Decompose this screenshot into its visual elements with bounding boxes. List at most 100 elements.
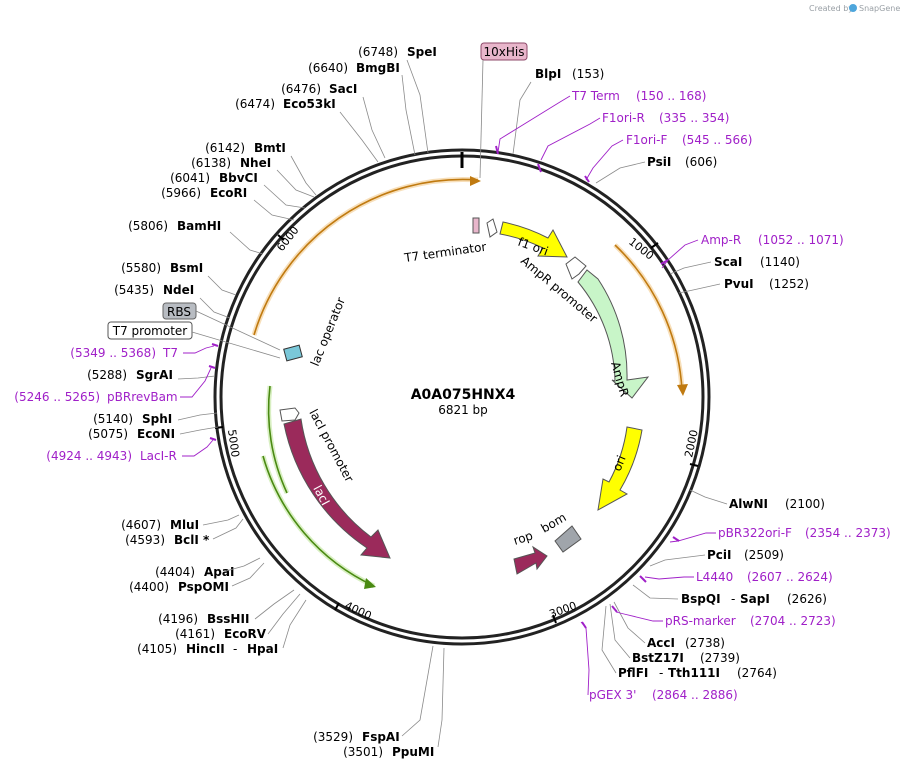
tick-label-2000: 2000 [682,429,701,459]
enzyme-position: (6138) [191,156,231,170]
rbs-leader [195,310,281,351]
primer-pbrrevbam[interactable]: (5246 .. 5265) pBRrevBam [14,390,177,404]
primer-pgex-3[interactable]: pGEX 3' (2864 .. 2886) [589,688,738,702]
enzyme-bmti[interactable]: (6142) BmtI [205,141,286,155]
enzyme-position: (6476) [281,82,321,96]
enzyme-bspqi[interactable]: BspQI - SapI (2626) [681,592,827,606]
enzyme-nhei[interactable]: (6138) NheI [191,156,271,170]
f1-ori-feature[interactable] [499,221,568,258]
enzyme-sphi[interactable]: (5140) SphI [93,412,172,426]
enzyme-apai[interactable]: (4404) ApaI [155,565,234,579]
enzyme-hincii[interactable]: (4105) HincII - HpaI [137,642,278,656]
enzyme-speI[interactable]: (6748) SpeI [358,45,437,59]
enzyme-pspomi[interactable]: (4400) PspOMI [129,580,229,594]
enzyme-name: BclI * [174,533,210,547]
enzyme-eco53ki[interactable]: (6474) Eco53kI [235,97,336,111]
orf-arc-right [614,244,683,391]
rop-feature[interactable] [513,545,548,575]
enzyme-ecorv[interactable]: (4161) EcoRV [175,627,267,641]
primer-f1ori-f[interactable]: F1ori-F (545 .. 566) [626,133,752,147]
primer-amp-r[interactable]: Amp-R (1052 .. 1071) [701,233,844,247]
primer-range: (5246 .. 5265) [14,390,100,404]
ori-label: ori [610,453,629,473]
primer-prs-marker[interactable]: pRS-marker (2704 .. 2723) [665,614,836,628]
orf-arc-left-lower [262,455,375,587]
enzyme-position: (6748) [358,45,398,59]
enzyme-position: (2764) [737,666,777,680]
orf-arc-top-left-arrowhead [470,176,481,186]
primer-range: (545 .. 566) [682,133,752,147]
enzyme-pcii[interactable]: PciI (2509) [707,548,784,562]
enzyme-pflfi[interactable]: PflFI - Tth111I (2764) [618,666,777,680]
primer-labels: T7 Term (150 .. 168) F1ori-R (335 .. 354… [14,89,890,702]
ampr-feature[interactable] [577,269,650,399]
enzyme-name: BssHII [207,612,249,626]
enzyme-separator: - [731,592,735,606]
enzyme-sgrai[interactable]: (5288) SgrAI [87,368,173,382]
laci-feature[interactable] [283,418,391,559]
enzyme-bmgbi[interactable]: (6640) BmgBI [308,61,400,75]
enzyme-name: Eco53kI [283,97,336,111]
enzyme-bbvci[interactable]: (6041) BbvCI [170,171,258,185]
enzyme-name-2: SapI [740,592,770,606]
enzyme-scai[interactable]: ScaI (1140) [714,255,800,269]
enzyme-position: (3529) [313,730,353,744]
enzyme-position: (5288) [87,368,127,382]
enzyme-bamhi[interactable]: (5806) BamHI [128,219,221,233]
orf-arc-right-arrowhead [677,384,688,396]
enzyme-blpi[interactable]: BlpI (153) [535,67,604,81]
bom-feature[interactable] [554,525,582,553]
t7-terminator-feature[interactable] [472,217,480,234]
enzyme-mlui[interactable]: (4607) MluI [121,518,199,532]
primer-ticks [208,145,680,629]
primer-range: (1052 .. 1071) [758,233,844,247]
backbone-outer-ring [213,148,711,646]
t7-promoter-leader [191,331,281,359]
primer-range: (4924 .. 4943) [46,449,132,463]
enzyme-bsmi[interactable]: (5580) BsmI [121,261,203,275]
tick-1000 [650,242,659,249]
enzyme-name: SacI [329,82,357,96]
enzyme-name: BmgBI [356,61,400,75]
primer-t7-term[interactable]: T7 Term (150 .. 168) [571,89,706,103]
primer-name: LacI-R [140,449,177,463]
enzyme-name: PsiI [647,155,671,169]
ampr-promoter-feature[interactable] [565,256,587,280]
primer-l4440[interactable]: L4440 (2607 .. 2624) [696,570,833,584]
his-tag-leader [479,59,484,179]
enzyme-ndei[interactable]: (5435) NdeI [114,283,194,297]
ampr-label: AmpR [608,360,631,398]
enzyme-bcli[interactable]: (4593) BclI * [125,533,210,547]
primer-name: T7 Term [571,89,620,103]
enzyme-position: (6142) [205,141,245,155]
enzyme-saci[interactable]: (6476) SacI [281,82,357,96]
enzyme-name: SpeI [407,45,437,59]
enzyme-position: (4404) [155,565,195,579]
primer-t7[interactable]: (5349 .. 5368) T7 [70,346,178,360]
enzyme-pvui[interactable]: PvuI (1252) [724,277,809,291]
enzyme-psii[interactable]: PsiI (606) [647,155,717,169]
enzyme-position: (5966) [161,186,201,200]
enzyme-name-2: Tth111I [668,666,720,680]
enzyme-bsshii[interactable]: (4196) BssHII [158,612,249,626]
small-promoter-feature[interactable] [486,218,498,238]
enzyme-ppumi[interactable]: (3501) PpuMI [343,745,434,759]
primer-laci-r[interactable]: (4924 .. 4943) LacI-R [46,449,177,463]
his-tag-box[interactable] [480,42,528,61]
enzyme-alwni[interactable]: AlwNI (2100) [729,497,825,511]
primer-name: pRS-marker [665,614,736,628]
enzyme-econi[interactable]: (5075) EcoNI [88,427,175,441]
t7-promoter-box[interactable] [107,321,193,340]
laci-promoter-feature[interactable] [279,407,300,422]
enzyme-ecori[interactable]: (5966) EcoRI [161,186,247,200]
lac-operator-feature[interactable] [283,344,303,362]
enzyme-bstz17i[interactable]: BstZ17I (2739) [632,651,740,665]
primer-range: (2607 .. 2624) [747,570,833,584]
ori-feature[interactable] [597,426,643,511]
primer-pbr322ori-f[interactable]: pBR322ori-F (2354 .. 2373) [718,526,891,540]
enzyme-position: (4593) [125,533,165,547]
primer-f1ori-r[interactable]: F1ori-R (335 .. 354) [602,111,729,125]
enzyme-name: FspAI [362,730,400,744]
enzyme-fspai[interactable]: (3529) FspAI [313,730,400,744]
enzyme-acci[interactable]: AccI (2738) [647,636,725,650]
